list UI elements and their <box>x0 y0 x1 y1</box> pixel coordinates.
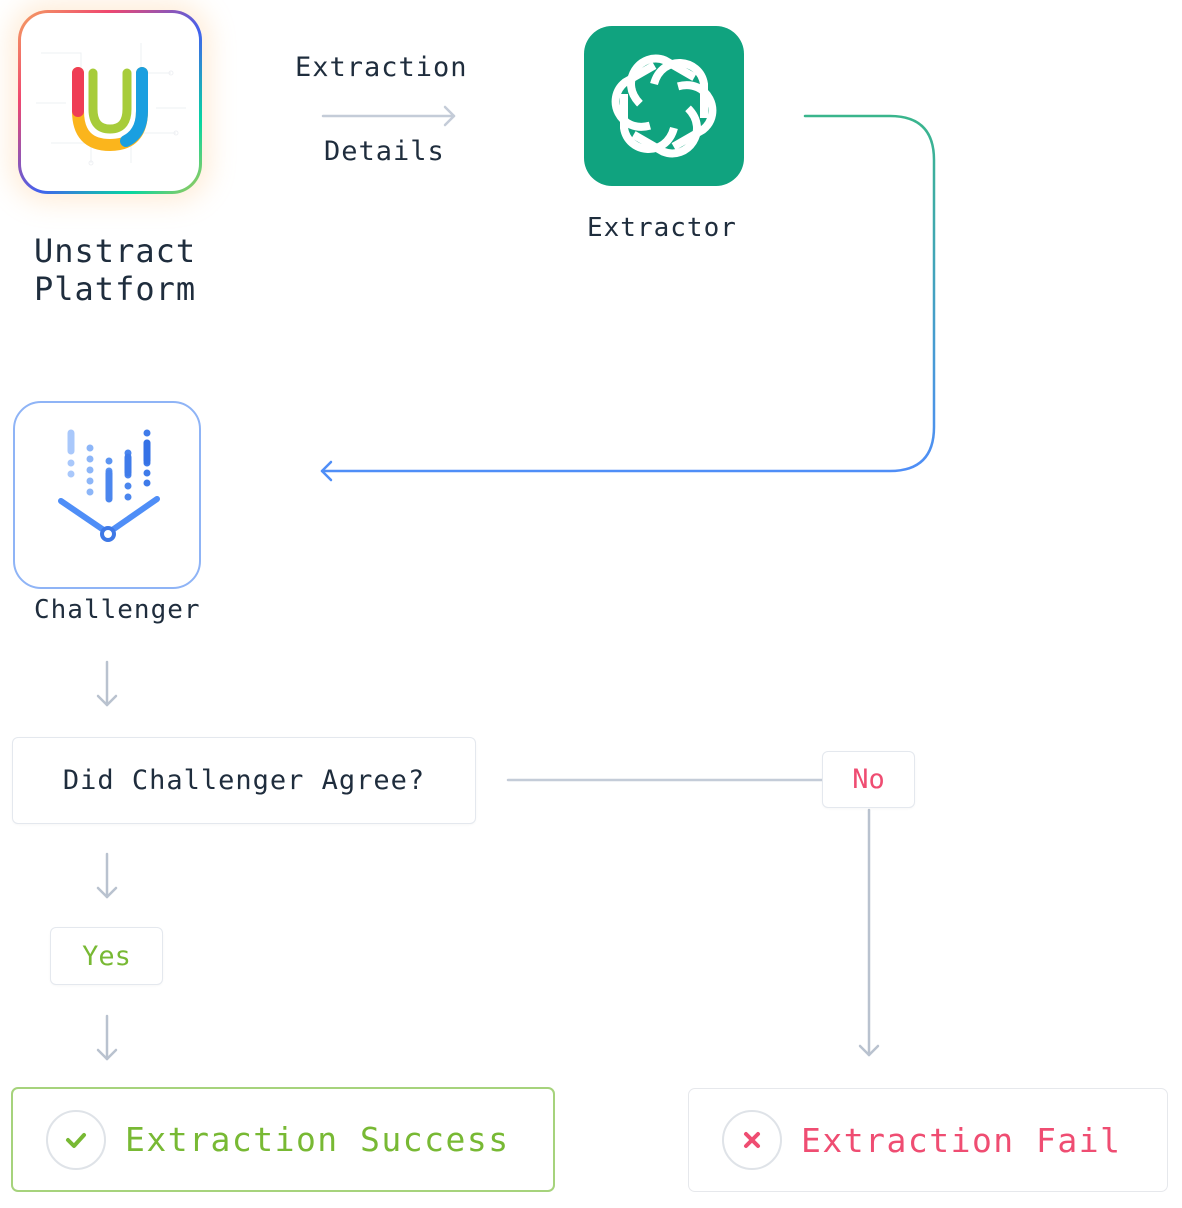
unstract-label-line2: Platform <box>34 270 197 308</box>
challenger-logo <box>13 401 201 589</box>
fail-status-circle <box>722 1110 782 1170</box>
yes-branch-label: Yes <box>50 927 163 985</box>
connector-extractor-to-challenger <box>320 114 936 482</box>
arrow-yes-to-success <box>96 1014 118 1061</box>
unstract-logo-icon <box>36 43 186 166</box>
fail-label: Extraction Fail <box>801 1120 1122 1160</box>
decision-label: Did Challenger Agree? <box>62 765 426 796</box>
unstract-logo <box>18 10 202 194</box>
arrow-no-to-fail <box>858 808 880 1057</box>
extraction-fail-box: Extraction Fail <box>688 1088 1168 1192</box>
success-label: Extraction Success <box>125 1120 510 1159</box>
no-branch-label: No <box>822 751 915 808</box>
extractor-label: Extractor <box>587 213 737 243</box>
check-icon <box>66 1132 86 1148</box>
edge-label-details: Details <box>324 136 445 167</box>
challenger-label: Challenger <box>34 595 201 625</box>
openai-logo-icon <box>611 54 717 158</box>
decision-box: Did Challenger Agree? <box>12 737 476 824</box>
arrow-decision-to-yes <box>96 852 118 899</box>
edge-label-extraction: Extraction <box>295 52 468 83</box>
no-label: No <box>852 764 885 795</box>
arrow-extraction-details <box>321 105 456 127</box>
success-status-circle <box>46 1109 106 1170</box>
challenger-logo-icon <box>58 429 160 542</box>
extractor-logo <box>584 26 744 186</box>
unstract-platform-label: Unstract Platform <box>34 232 196 308</box>
yes-label: Yes <box>82 940 131 972</box>
extraction-success-box: Extraction Success <box>11 1087 555 1192</box>
unstract-label-line1: Unstract <box>34 232 197 270</box>
arrow-challenger-to-decision <box>96 660 118 707</box>
x-icon <box>744 1132 760 1148</box>
